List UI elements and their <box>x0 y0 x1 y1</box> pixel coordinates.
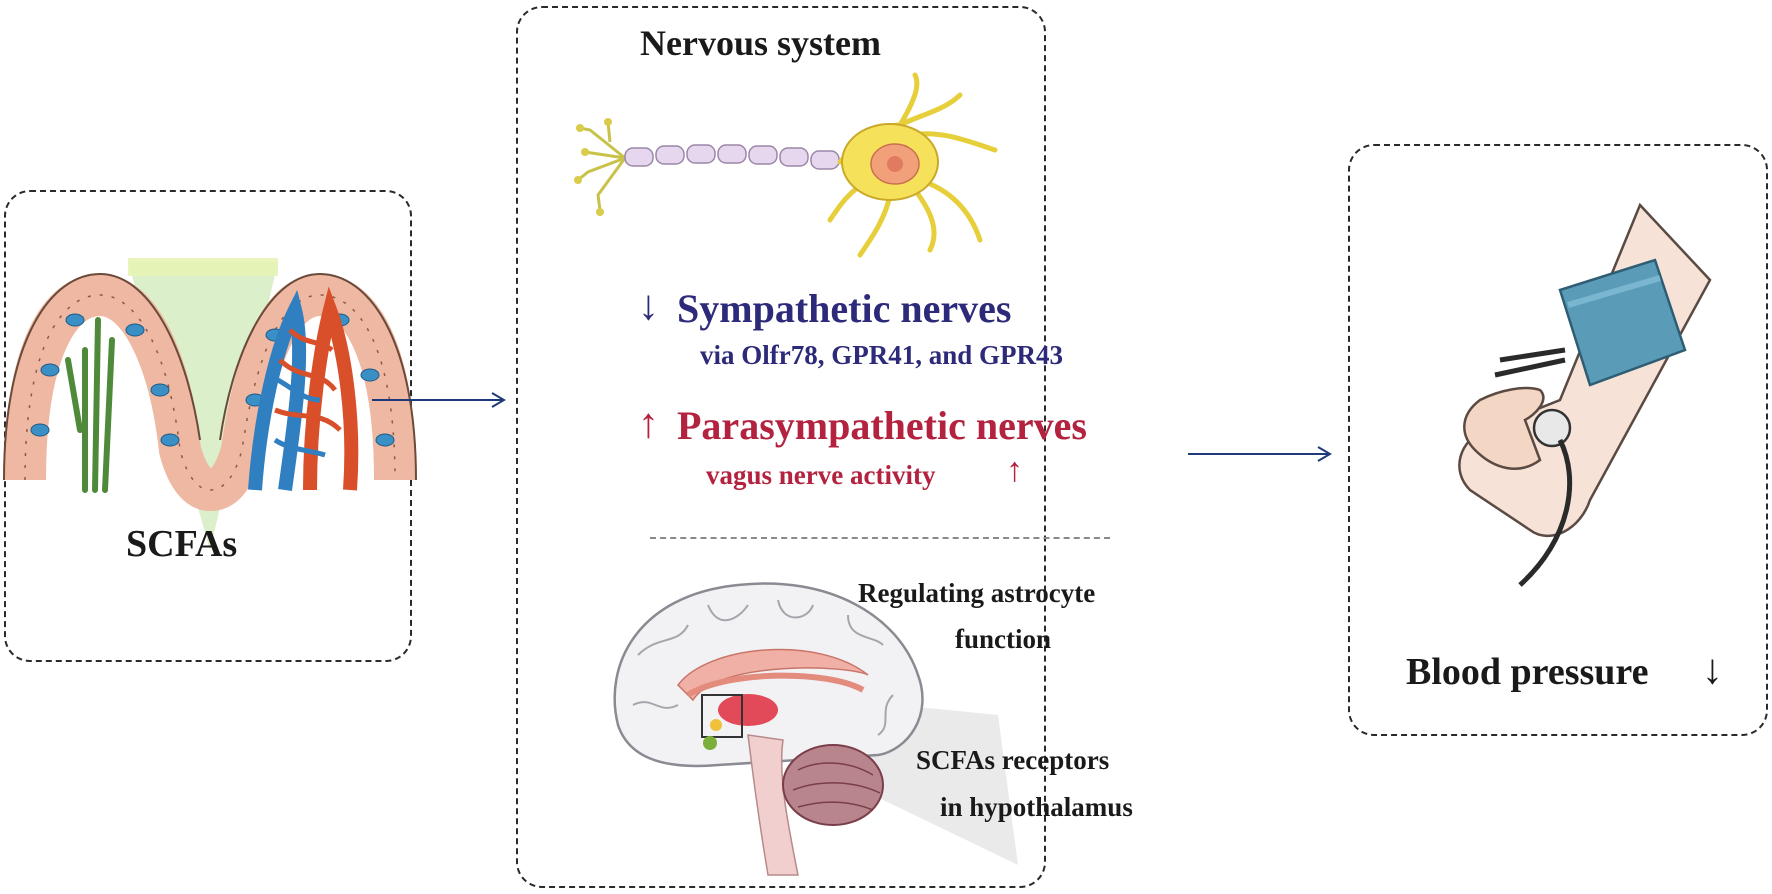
parasympathetic-label: Parasympathetic nerves <box>677 403 1087 448</box>
brain-icon <box>613 582 1018 876</box>
sympathetic-detail: via Olfr78, GPR41, and GPR43 <box>700 340 1063 370</box>
parasympathetic-arrow: ↑ <box>638 401 659 447</box>
receptors-label-line2: in hypothalamus <box>940 792 1133 822</box>
astrocyte-label-line2: function <box>955 624 1052 654</box>
sympathetic-arrow: ↓ <box>638 283 659 329</box>
receptors-label-line1: SCFAs receptors <box>916 745 1110 775</box>
blood-pressure-label: Blood pressure <box>1406 651 1649 693</box>
astrocyte-label-line1: Regulating astrocyte <box>858 578 1096 608</box>
neuron-icon <box>574 72 998 258</box>
nervous-system-panel <box>516 6 1046 888</box>
vagus-arrow: ↑ <box>1006 452 1023 489</box>
scfas-label: SCFAs <box>126 523 238 565</box>
vagus-detail: vagus nerve activity <box>706 460 936 490</box>
blood-pressure-cuff-icon <box>1458 202 1712 587</box>
section-divider <box>650 537 1110 539</box>
sympathetic-label: Sympathetic nerves <box>677 286 1012 331</box>
intestine-villi-icon <box>3 258 417 550</box>
arrow-to-blood-pressure <box>1188 446 1332 462</box>
nervous-system-title: Nervous system <box>640 23 881 63</box>
arrow-to-nervous-system <box>372 392 506 408</box>
blood-pressure-panel <box>1348 144 1768 736</box>
blood-pressure-arrow: ↓ <box>1702 647 1723 693</box>
